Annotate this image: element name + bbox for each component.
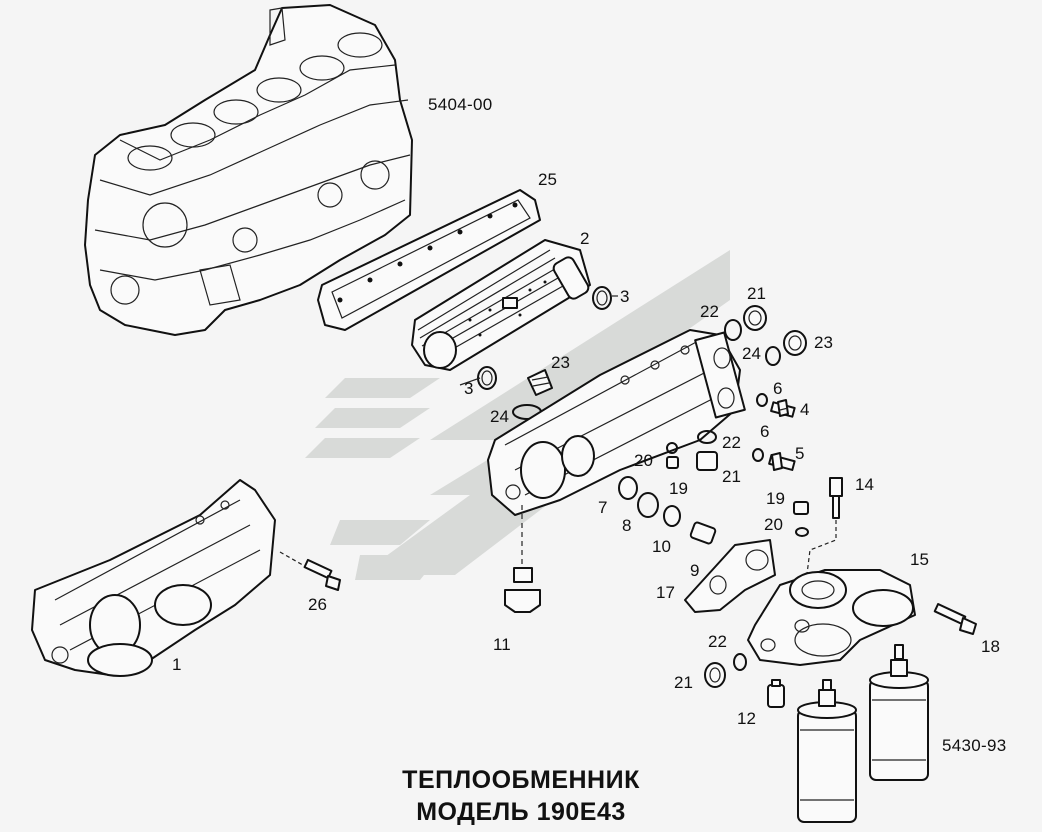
callout-11: 11	[493, 635, 511, 654]
filter-code-label: 5430-93	[942, 736, 1007, 755]
plug-7	[618, 476, 638, 500]
callout-6-top: 6	[773, 379, 783, 398]
callout-21-bottom: 21	[674, 673, 693, 692]
gasket-25	[317, 189, 541, 331]
callout-6-mid: 6	[760, 422, 770, 441]
diagram-title-line2: МОДЕЛЬ 190Е43	[416, 798, 626, 826]
washer-24-right	[765, 346, 781, 366]
callout-20-mid: 20	[634, 451, 653, 470]
bolt-5	[752, 448, 796, 471]
callout-24-left: 24	[490, 407, 509, 426]
bolt-26	[279, 551, 341, 591]
washer-22-mid	[697, 430, 717, 444]
block-code-label: 5404-00	[428, 95, 493, 114]
filter-head-15	[747, 569, 916, 666]
callout-25: 25	[538, 170, 557, 189]
plug-21-bottom	[704, 662, 726, 688]
pressure-switch-14	[804, 477, 843, 591]
oil-filter-right	[869, 644, 929, 781]
callout-5: 5	[795, 444, 805, 463]
plug-20-19-mid	[666, 442, 679, 469]
washer-22-bottom	[733, 653, 747, 671]
callout-12: 12	[737, 709, 756, 728]
callout-22-mid: 22	[722, 433, 741, 452]
callout-23-right: 23	[814, 333, 833, 352]
callout-21-mid: 21	[722, 467, 741, 486]
callout-23-left: 23	[551, 353, 570, 372]
valve-12	[767, 679, 785, 708]
callout-21-top: 21	[747, 284, 766, 303]
temperature-switch-11	[504, 505, 541, 613]
callout-9: 9	[690, 561, 700, 580]
gasket-17	[684, 539, 776, 613]
callout-20-right: 20	[764, 515, 783, 534]
callout-22-bottom: 22	[708, 632, 727, 651]
exchanger-cover-housing	[487, 329, 746, 516]
callout-7: 7	[598, 498, 608, 517]
washer-20-right	[795, 527, 809, 537]
engine-block	[84, 4, 413, 336]
heat-exchanger-core-2	[411, 239, 591, 371]
callout-8: 8	[622, 516, 632, 535]
leader-lines	[459, 295, 789, 411]
callout-1: 1	[172, 655, 182, 674]
callout-19-right: 19	[766, 489, 785, 508]
plug-21-mid	[696, 451, 718, 471]
callout-3-right: 3	[620, 287, 630, 306]
callout-18: 18	[981, 637, 1000, 656]
callout-17: 17	[656, 583, 675, 602]
washer-8	[637, 492, 659, 518]
callout-26: 26	[308, 595, 327, 614]
sleeve-10	[663, 505, 681, 527]
o-ring-3-left	[477, 366, 497, 390]
o-ring-3-right	[592, 286, 612, 310]
plug-19-right	[793, 501, 809, 515]
oil-filter-left	[797, 679, 857, 823]
callout-14: 14	[855, 475, 874, 494]
callout-15: 15	[910, 550, 929, 569]
sensor-9	[689, 521, 717, 545]
callout-19-mid: 19	[669, 479, 688, 498]
callout-4: 4	[800, 400, 810, 419]
plug-23-right	[783, 330, 807, 356]
bolt-18	[933, 603, 977, 635]
washer-22-top	[724, 319, 742, 341]
callout-24-right: 24	[742, 344, 761, 363]
callout-2: 2	[580, 229, 590, 248]
plug-21-top	[743, 305, 767, 331]
callout-10: 10	[652, 537, 671, 556]
filter-screen-23	[527, 369, 553, 396]
callout-22-top: 22	[700, 302, 719, 321]
cover-assembly-1	[31, 479, 276, 677]
diagram-title-line1: ТЕПЛООБМЕННИК	[402, 766, 640, 794]
callout-3-left: 3	[464, 379, 474, 398]
